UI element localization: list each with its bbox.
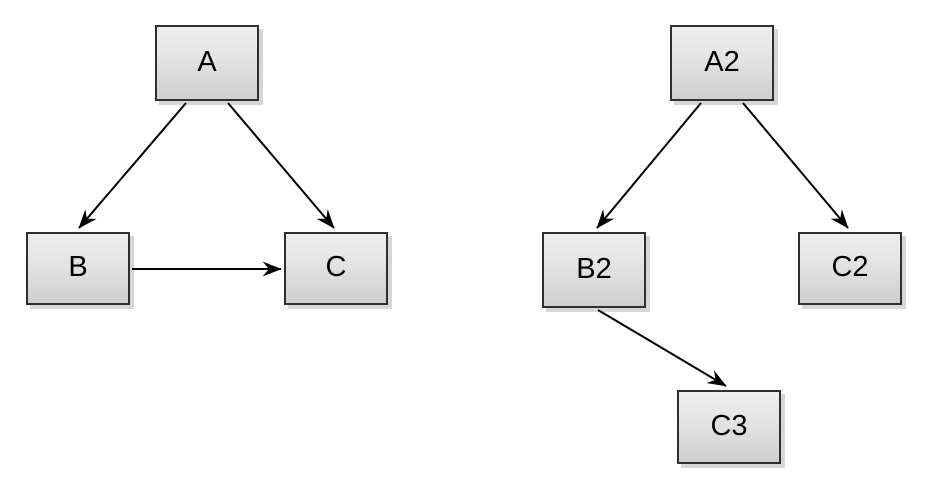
node-a-label: A (197, 45, 217, 78)
node-c[interactable]: C (284, 232, 388, 305)
edges-group (78, 102, 849, 387)
node-c2[interactable]: C2 (798, 232, 902, 305)
edge-a2-b2 (596, 102, 702, 229)
node-b-label: B (68, 251, 88, 283)
edge-a-b (78, 102, 187, 229)
node-c-label: C (325, 251, 347, 283)
node-c2-label: C2 (831, 251, 869, 283)
node-b2[interactable]: B2 (542, 232, 646, 308)
node-a2[interactable]: A2 (670, 25, 774, 101)
edge-b2-c3 (597, 309, 727, 387)
edge-a-c (227, 102, 335, 229)
node-a[interactable]: A (155, 25, 259, 101)
node-c3-label: C3 (710, 409, 748, 442)
node-b2-label: B2 (576, 252, 612, 285)
node-c3[interactable]: C3 (677, 390, 781, 464)
node-a2-label: A2 (704, 45, 740, 78)
edge-a2-c2 (742, 102, 849, 229)
node-b[interactable]: B (26, 232, 130, 305)
